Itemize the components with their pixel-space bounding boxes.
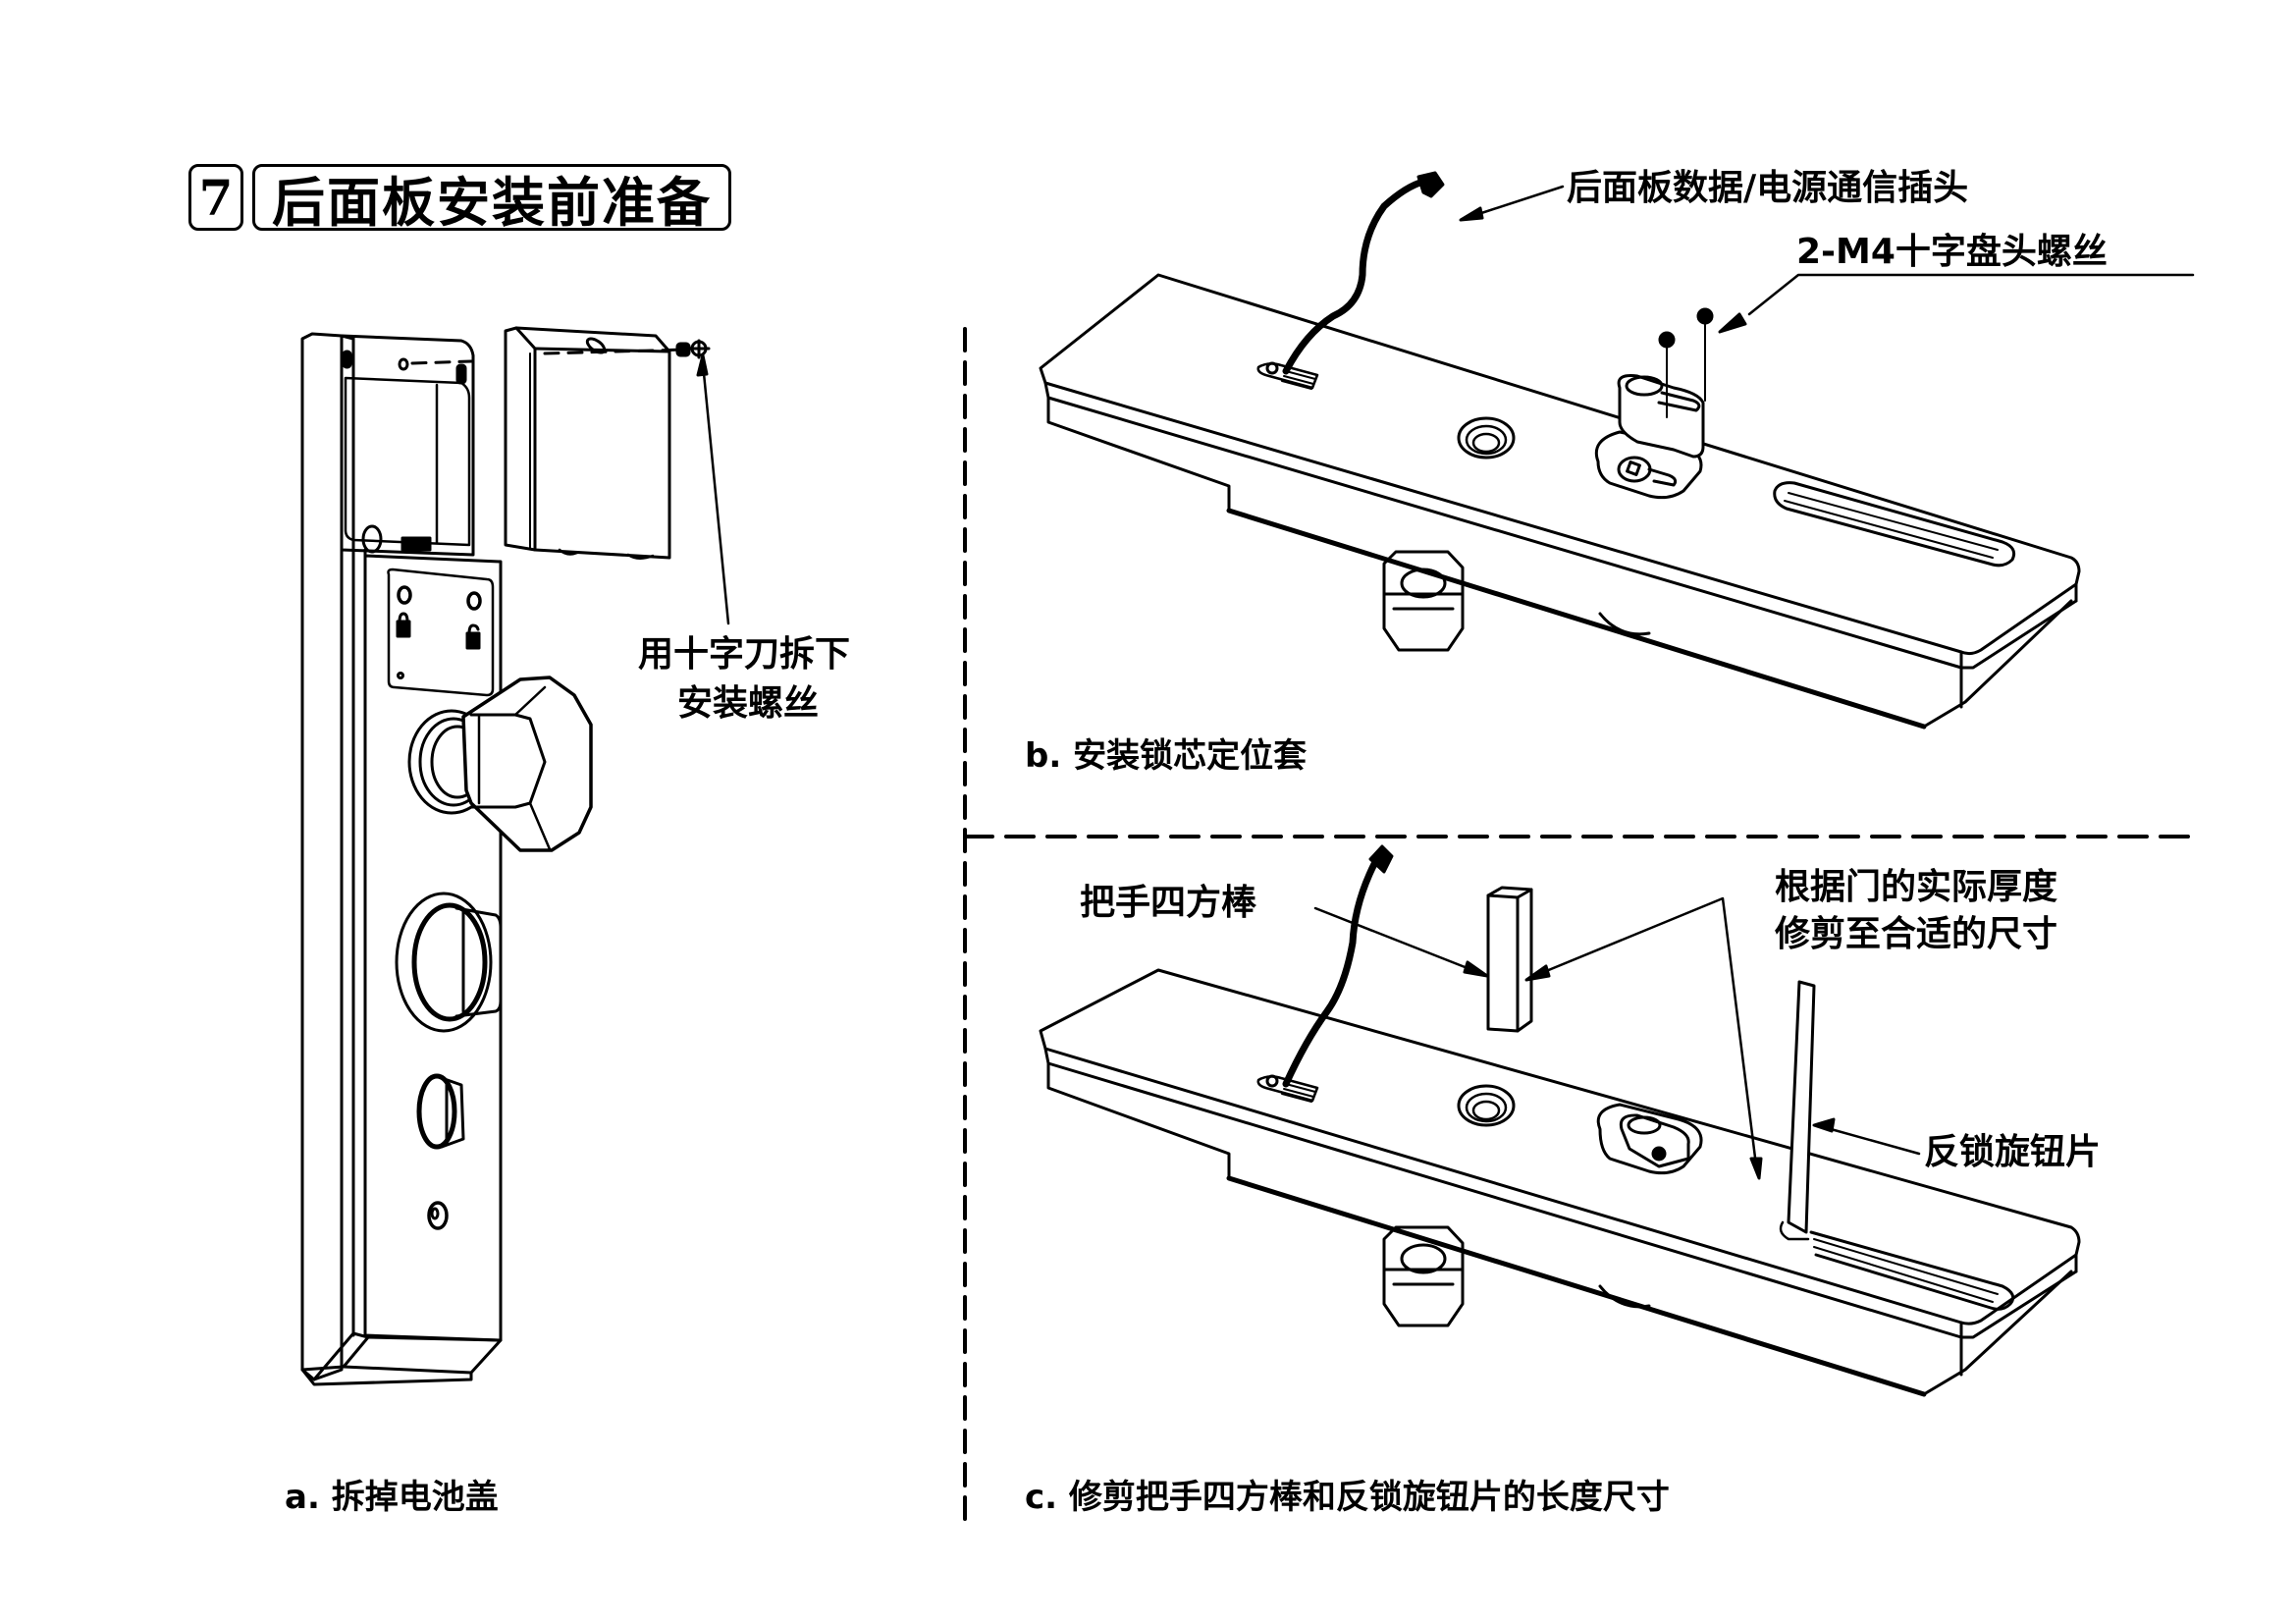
callout-leader-screws: [1747, 273, 2195, 316]
callout-remove-screw-line1: 用十字刀拆下: [638, 634, 851, 675]
page-title-box: 后面板安装前准备: [252, 164, 731, 234]
caption-a: a. 拆掉电池盖: [285, 1478, 499, 1517]
callout-leader-thumbturn: [1822, 1125, 1921, 1156]
mounting-plate-illustration-c: [1039, 844, 2081, 1397]
callout-spindle: 把手四方棒: [1080, 883, 1257, 923]
callout-screws: 2-M4十字盘头螺丝: [1796, 232, 2108, 272]
callout-leader-spindle: [1313, 906, 1479, 974]
callout-trim-line2: 修剪至合适的尺寸: [1775, 914, 2058, 954]
callout-thumbturn: 反锁旋钮片: [1924, 1132, 2102, 1172]
page-title: 后面板安装前准备: [272, 171, 712, 234]
step-number: 7: [198, 168, 234, 227]
callout-trim-line1: 根据门的实际厚度: [1775, 867, 2058, 907]
callout-leader-connector: [1470, 185, 1565, 218]
callout-leader-screw: [701, 361, 730, 625]
lock-body-illustration: [300, 326, 730, 1386]
caption-b: b. 安装锁芯定位套: [1025, 736, 1308, 776]
caption-c: c. 修剪把手四方棒和反锁旋钮片的长度尺寸: [1025, 1478, 1670, 1517]
step-number-badge: 7: [188, 164, 243, 231]
callout-connector: 后面板数据/电源通信插头: [1567, 168, 1969, 208]
mounting-plate-illustration-b: [1039, 171, 2195, 730]
callout-leader-trim: [1532, 896, 1759, 1175]
callout-remove-screw-line2: 安装螺丝: [677, 683, 820, 724]
